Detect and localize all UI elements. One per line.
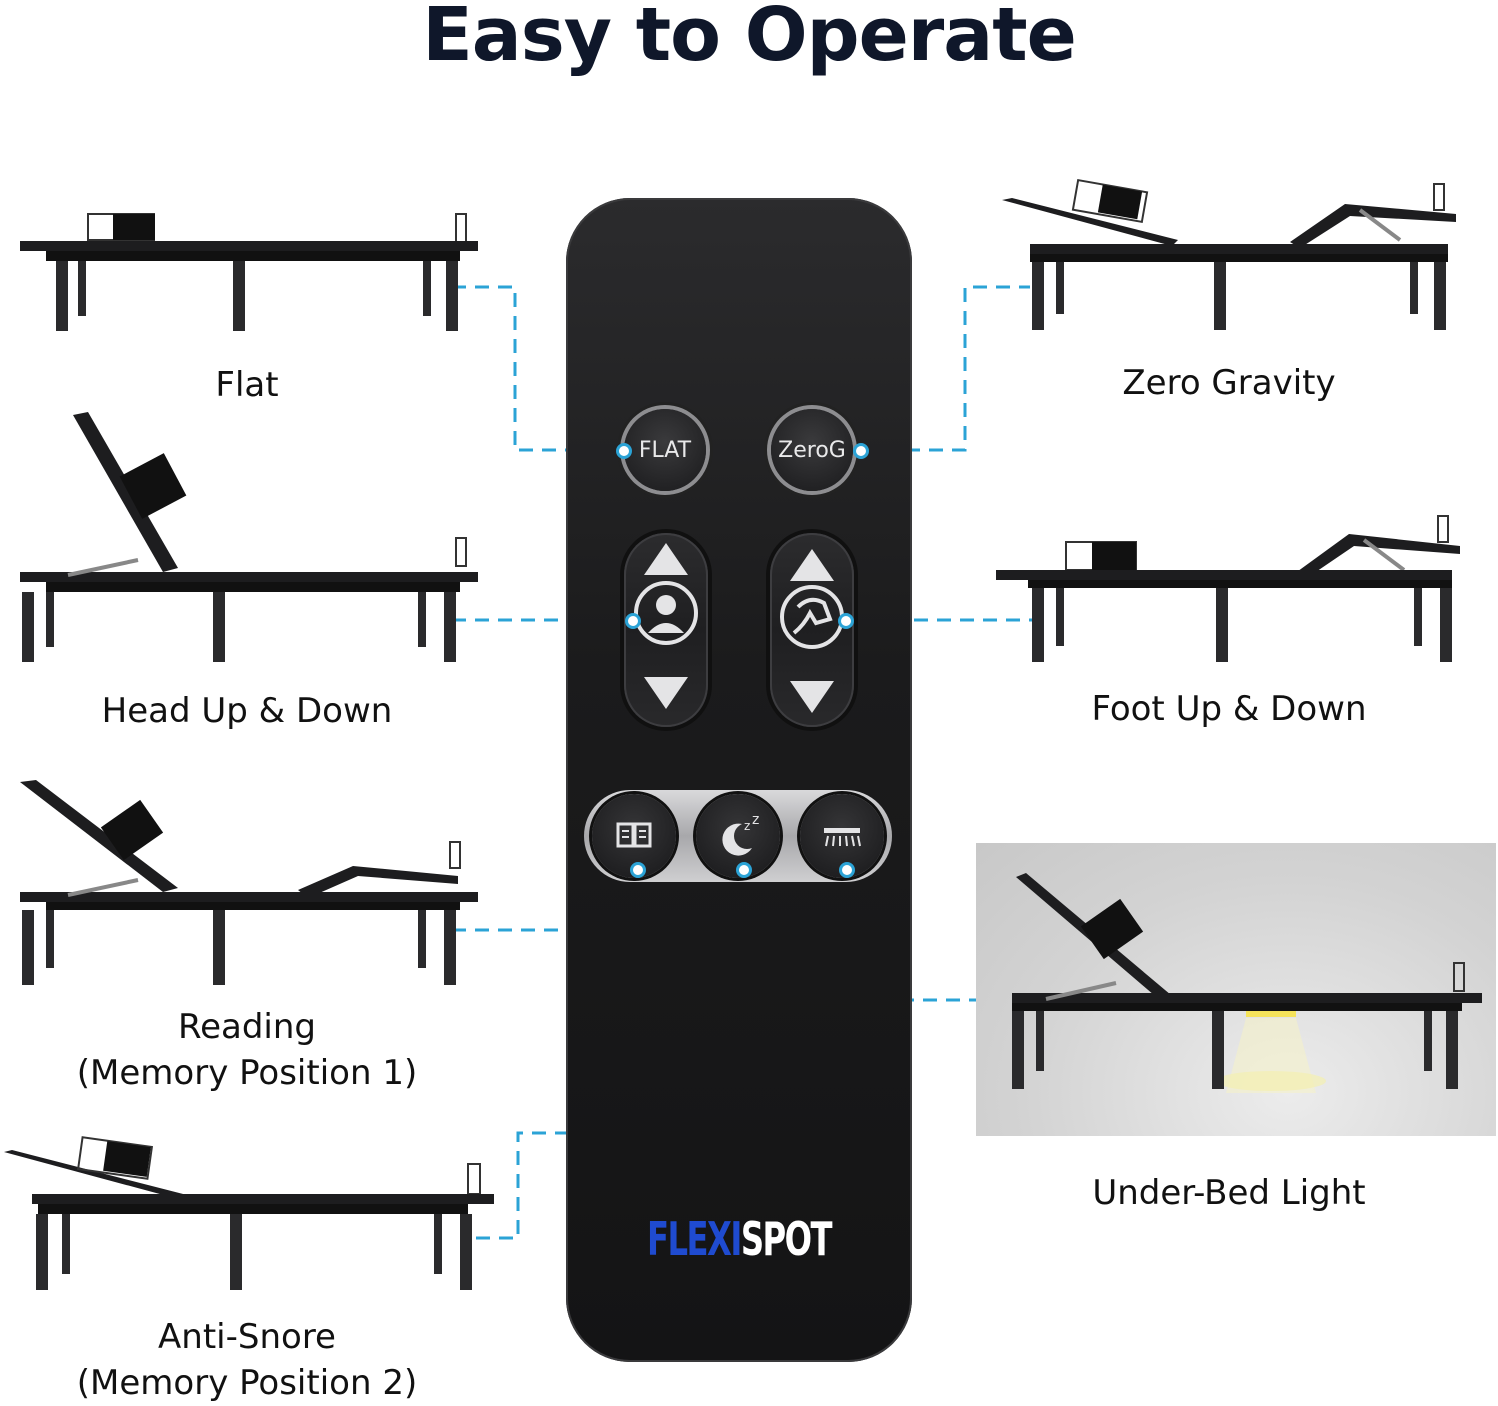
head-icon <box>634 581 698 645</box>
connector-dot-head <box>625 613 641 629</box>
foot-icon <box>780 585 844 649</box>
connector-dot-foot <box>838 613 854 629</box>
brand-logo-part2: SPOT <box>740 1212 833 1266</box>
bed-reading-illustration <box>20 780 478 985</box>
remote-control <box>566 198 912 1362</box>
label-flat: Flat <box>215 365 279 405</box>
connector-dot-antisnore <box>736 862 752 878</box>
head-down-button[interactable] <box>644 677 688 709</box>
label-reading: Reading (Memory Position 1) <box>76 1007 418 1093</box>
moon-icon: z z <box>722 812 759 856</box>
connector-dot-zerog <box>853 443 869 459</box>
foot-down-button[interactable] <box>790 681 834 713</box>
bed-flat-illustration <box>20 213 478 331</box>
page-title: Easy to Operate <box>422 0 1077 78</box>
zerog-button[interactable]: ZeroG <box>771 409 853 491</box>
bed-foot-up-illustration <box>996 515 1460 662</box>
zerog-button-label: ZeroG <box>778 437 846 463</box>
connector-dot-light <box>839 862 855 878</box>
bed-head-up-illustration <box>20 412 478 662</box>
bed-antisnore-illustration <box>4 1136 494 1290</box>
foot-up-button[interactable] <box>790 549 834 581</box>
brand-logo-part1: FLEXI <box>647 1212 742 1266</box>
label-zero-gravity: Zero Gravity <box>1122 363 1336 403</box>
connector-dot-flat <box>616 443 632 459</box>
label-anti-snore: Anti-Snore (Memory Position 2) <box>76 1317 418 1403</box>
bed-zero-gravity-illustration <box>1002 178 1456 330</box>
label-under-bed-light: Under-Bed Light <box>1092 1173 1366 1213</box>
under-bed-light-photo <box>976 843 1496 1136</box>
light-icon <box>824 828 861 847</box>
flat-button-label: FLAT <box>638 437 692 463</box>
bed-light-illustration <box>1012 873 1482 1093</box>
label-head-up-down: Head Up & Down <box>101 691 393 731</box>
label-foot-up-down: Foot Up & Down <box>1091 689 1367 729</box>
book-icon <box>616 822 652 848</box>
connector-dot-reading <box>630 862 646 878</box>
head-rocker <box>624 533 708 727</box>
foot-rocker <box>770 533 854 727</box>
brand-logo: FLEXISPOT <box>604 1212 874 1266</box>
flat-button[interactable]: FLAT <box>624 409 706 491</box>
svg-text:z: z <box>752 812 759 828</box>
svg-text:z: z <box>744 819 750 833</box>
head-up-button[interactable] <box>644 543 688 575</box>
